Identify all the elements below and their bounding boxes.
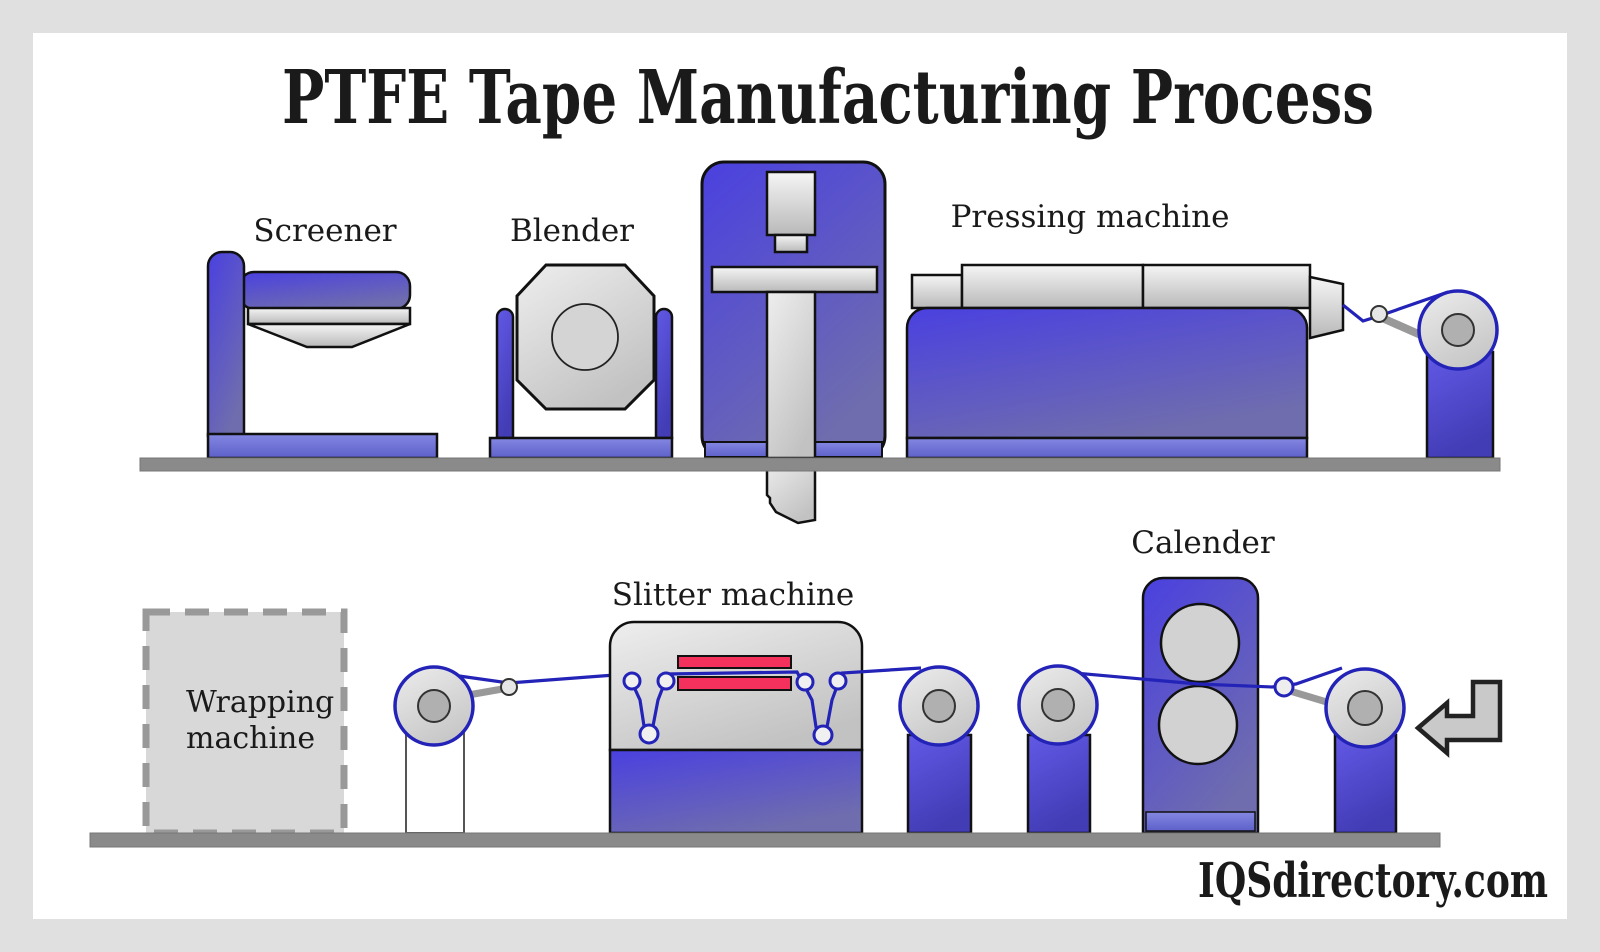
ptfe-thread <box>1342 290 1449 323</box>
wrapping-machine: Wrapping machine <box>142 608 348 837</box>
page-title: PTFE Tape Manufacturing Process <box>282 55 1374 141</box>
extrudate <box>765 456 817 525</box>
slitter-roller <box>812 724 834 746</box>
screener-label: Screener <box>253 213 396 249</box>
watermark: IQSdirectory.com <box>1198 853 1548 909</box>
top-floor <box>139 457 1501 472</box>
wrapping-label-line1: Wrapping <box>186 685 334 720</box>
ptfe-thread <box>1040 666 1343 689</box>
slitter-roller <box>795 672 815 692</box>
guide-roller <box>1370 305 1388 323</box>
bottom-floor <box>89 832 1441 848</box>
calender-roll <box>1159 602 1241 684</box>
wrapping-label-line2: machine <box>186 721 315 756</box>
pressing-machine-label: Pressing machine <box>951 199 1230 235</box>
slitter-roller <box>656 671 676 691</box>
slitter-blade-bar <box>677 655 792 669</box>
slitter-machine-label: Slitter machine <box>612 577 854 613</box>
calender-roll <box>1157 684 1239 766</box>
slitter-roller <box>622 671 642 691</box>
screener-machine: Screener <box>206 213 439 460</box>
output-roll <box>1273 667 1406 835</box>
guide-roller <box>500 678 518 696</box>
blender-label: Blender <box>510 213 634 249</box>
press-takeup-roll <box>1342 289 1499 460</box>
slitter-machine: Slitter machine <box>608 577 922 835</box>
unwind-roll <box>393 665 629 834</box>
extruder-machine <box>700 160 887 525</box>
slitter-takeup-roll <box>898 665 980 835</box>
guide-roller <box>1273 676 1295 698</box>
press-nozzle <box>1308 275 1345 340</box>
calender-feed-roll <box>1017 664 1343 835</box>
calender-machine: Calender <box>1131 525 1275 835</box>
slitter-roller <box>828 671 848 691</box>
extruder-ram <box>765 290 817 462</box>
calender-label: Calender <box>1131 525 1275 561</box>
return-arrow-icon <box>1414 679 1503 758</box>
pressing-machine: Pressing machine <box>905 199 1345 460</box>
slitter-blade-bar <box>677 676 792 691</box>
slitter-roller <box>638 723 660 745</box>
